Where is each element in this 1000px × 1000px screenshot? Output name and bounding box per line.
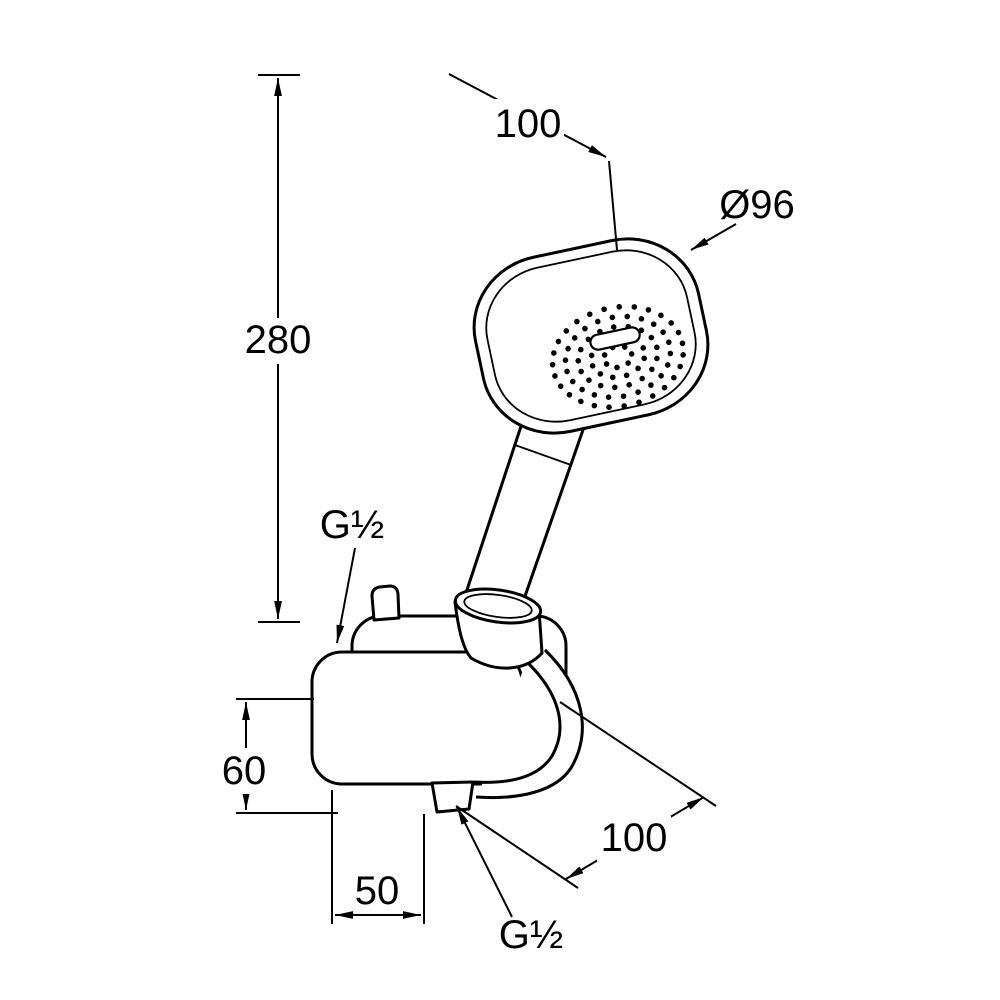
dimension-280: 280 [241, 74, 315, 623]
outlet-nut [430, 780, 475, 814]
dimension-280-label: 280 [245, 318, 312, 362]
shower-head [472, 237, 710, 435]
swivel-pin [370, 584, 401, 622]
dimension-50-label: 50 [355, 869, 400, 913]
holder-cup [453, 587, 544, 670]
shower-hose [473, 648, 584, 800]
dimension-100-bottom: 100 [455, 701, 717, 889]
dimension-100-top-label: 100 [495, 102, 562, 146]
diameter-label: Ø96 [719, 183, 795, 227]
dimension-100-top: 100 [448, 73, 618, 251]
thread-callout-top: G½ [320, 503, 384, 644]
nozzle-field [549, 303, 686, 411]
dimension-100-bottom-label: 100 [601, 816, 668, 860]
dimension-60-label: 60 [222, 749, 267, 793]
thread-bottom-label: G½ [499, 913, 563, 957]
diameter-callout: Ø96 [690, 183, 795, 251]
thread-top-label: G½ [320, 503, 384, 547]
thread-callout-bottom: G½ [456, 806, 563, 957]
dimension-60: 60 [212, 698, 338, 814]
dimension-50: 50 [331, 790, 425, 924]
spray-selector-slot [589, 326, 641, 351]
